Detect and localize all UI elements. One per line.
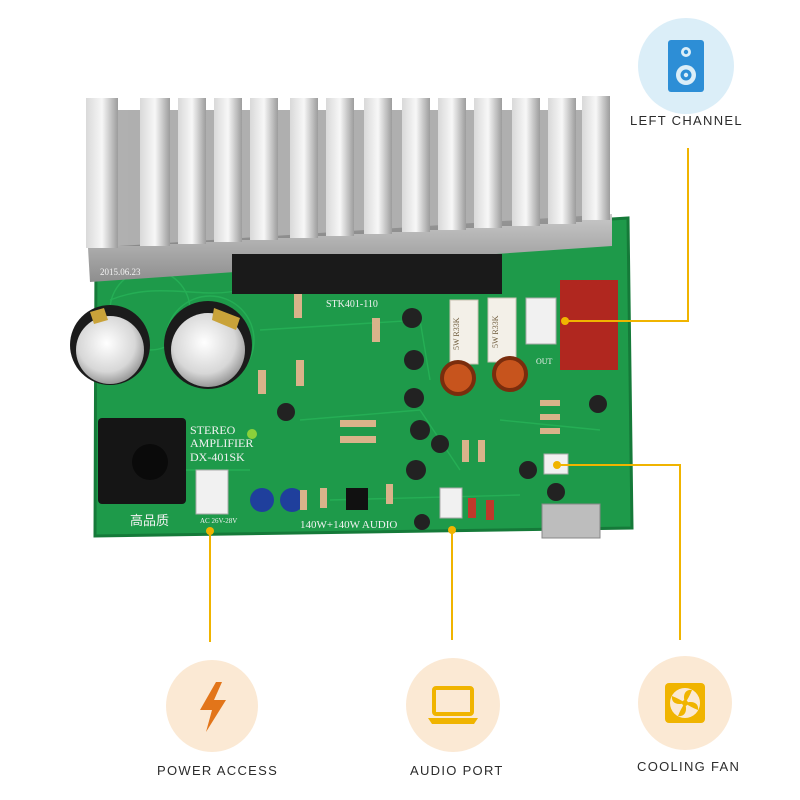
small-capacitors [277,308,607,530]
power-access-badge [166,660,258,752]
resistor-1-marking: 5W R33K [452,317,461,350]
speaker-icon [668,40,704,92]
speaker-relay [560,280,618,370]
audio-port-badge [406,658,500,752]
blue-capacitor-2 [280,488,304,512]
power-led [247,429,257,439]
audio-port-label: AUDIO PORT [410,763,504,778]
inductor-2 [492,356,528,392]
speaker-output-connector [525,297,557,345]
resistors [258,294,560,510]
left-channel-dot [561,317,569,325]
lightning-icon [200,682,226,732]
board-out: OUT [536,357,553,366]
resistor-2-marking: 5W R33K [491,315,500,348]
fan-leader-horizontal [558,464,681,466]
left-channel-leader-vertical [687,148,689,322]
power-dot [206,527,214,535]
cement-resistor-2 [487,297,517,363]
board-amplifier: AMPLIFIER [190,436,254,450]
heatsink [86,96,612,282]
laptop-icon [428,686,478,724]
power-amp-chip [232,254,502,294]
power-leader [209,530,211,642]
cooling-fan-badge [638,656,732,750]
board-part-number: DX-401SK [190,450,245,464]
left-channel-badge [638,18,734,114]
audio-dot [448,526,456,534]
bridge-rectifier [98,418,186,504]
power-access-label: POWER ACCESS [157,763,279,778]
fan-dot [553,461,561,469]
audio-leader [451,530,453,640]
inductor-1 [440,360,476,396]
fan-icon [665,683,705,723]
voltage-regulator [541,503,601,539]
power-connector [195,469,229,515]
op-amp-ic [346,488,368,510]
left-channel-label: LEFT CHANNEL [630,113,743,128]
board-power-rating: 140W+140W AUDIO [300,519,398,531]
blue-capacitor-1 [250,488,274,512]
cooling-fan-label: COOLING FAN [637,759,741,774]
audio-input-connector [439,487,463,519]
board-date: 2015.06.23 [100,267,141,277]
board-model: STK401-110 [326,299,378,310]
fan-leader-vertical [679,464,681,640]
board-chinese-mark: 高品质 [130,513,170,528]
filter-capacitors [70,301,252,389]
cement-resistor-1 [449,299,479,365]
board-voltage: AC 26V-28V [200,517,238,525]
left-channel-leader-horizontal [566,320,689,322]
board-stereo: STEREO [190,423,236,437]
